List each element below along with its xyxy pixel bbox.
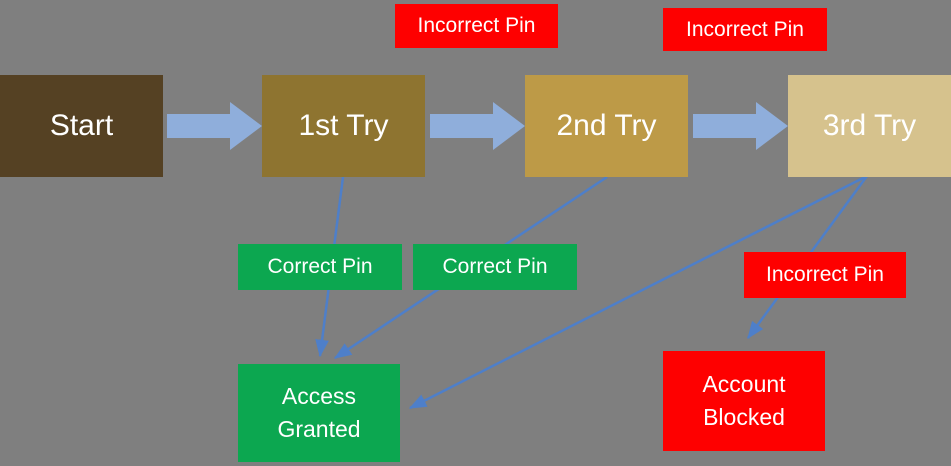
node-access-granted: Access Granted [238, 364, 400, 462]
label-incorrect-pin-2: Incorrect Pin [663, 8, 827, 51]
block-arrow-start-to-try1 [167, 102, 262, 150]
node-account-blocked: Account Blocked [663, 351, 825, 451]
label-incorrect-pin-3: Incorrect Pin [744, 252, 906, 298]
node-1st-try: 1st Try [262, 75, 425, 177]
connector-try3-to-access-granted [408, 174, 868, 410]
block-arrow-try1-to-try2 [430, 102, 525, 150]
label-correct-pin-2: Correct Pin [413, 244, 577, 290]
block-arrow-try2-to-try3 [693, 102, 788, 150]
label-incorrect-pin-1: Incorrect Pin [395, 4, 558, 48]
label-correct-pin-1: Correct Pin [238, 244, 402, 290]
node-2nd-try: 2nd Try [525, 75, 688, 177]
node-3rd-try: 3rd Try [788, 75, 951, 177]
node-start: Start [0, 75, 163, 177]
